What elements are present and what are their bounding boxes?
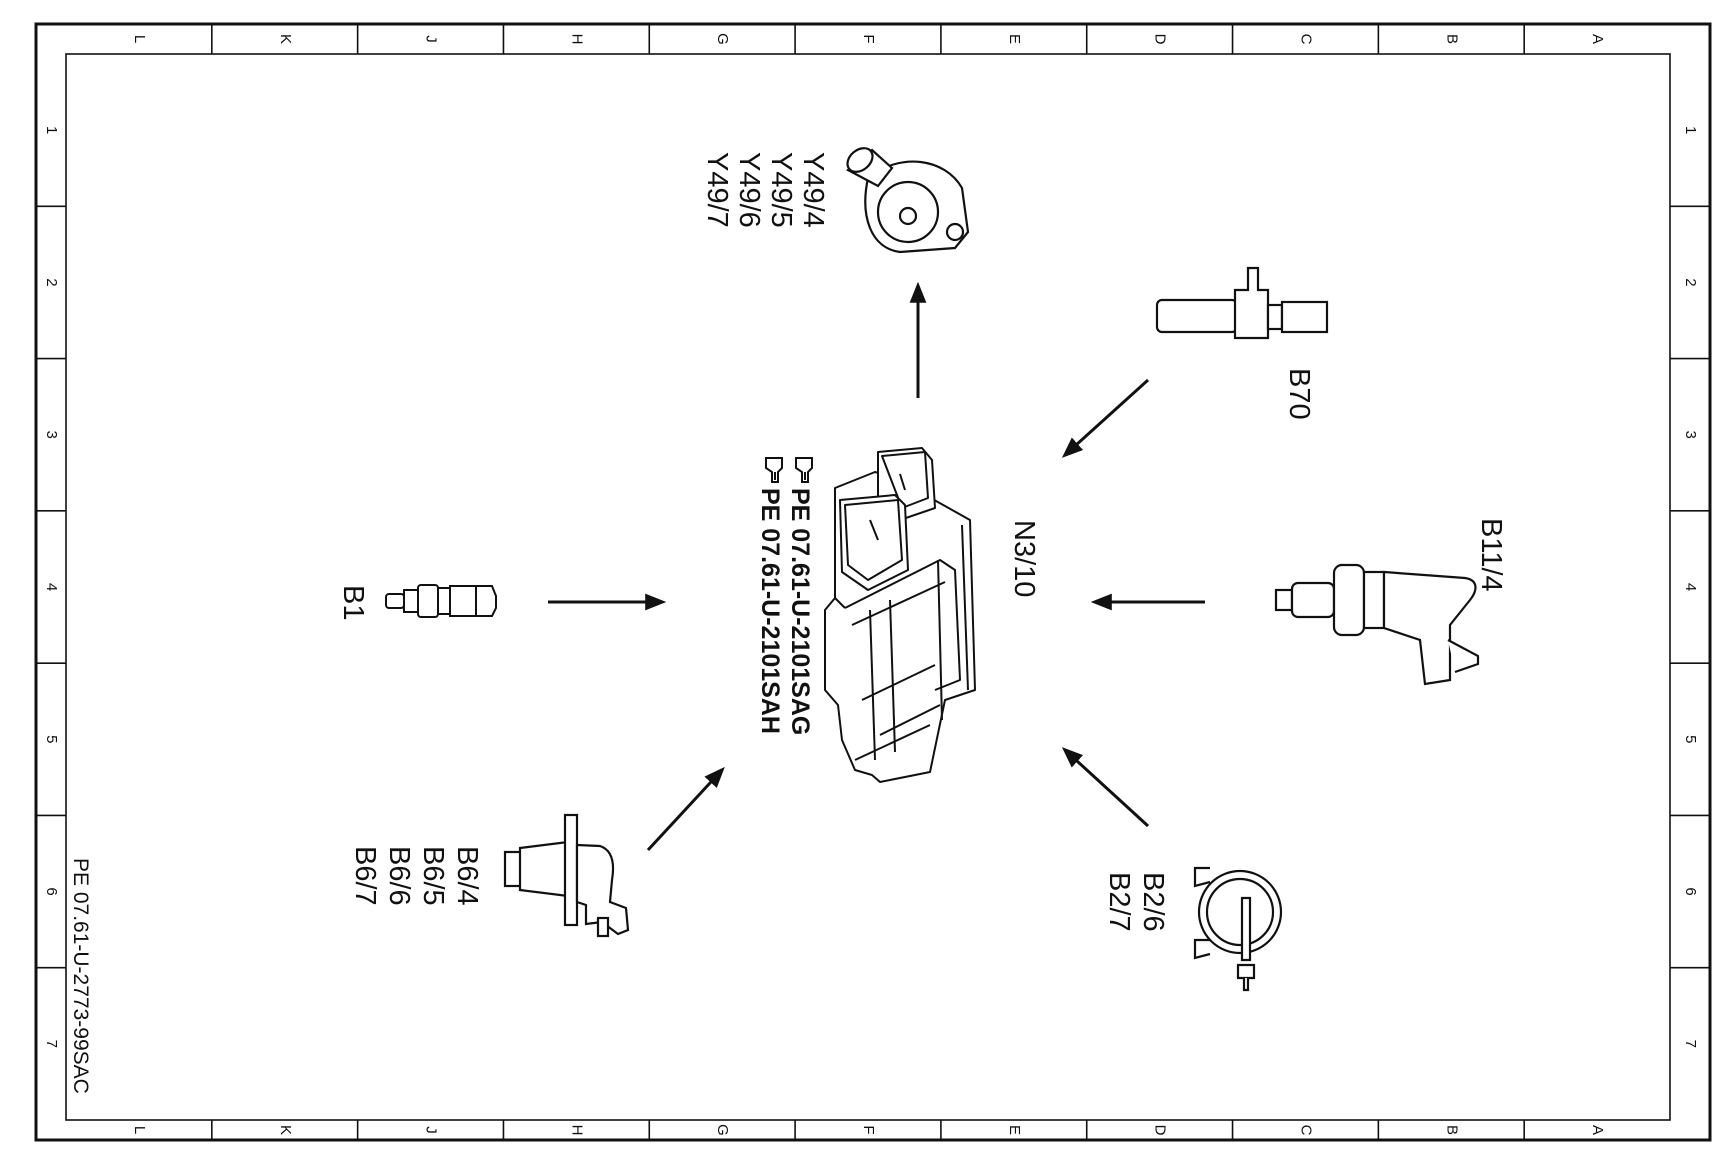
arrow-from-b2 — [1061, 747, 1150, 828]
grid-row-number: 6 — [1682, 887, 1699, 895]
grid-column-letter: C — [1297, 1125, 1314, 1136]
grid-row-number: 4 — [43, 583, 60, 591]
hot-film-mass-air-flow-sensor-icon — [1193, 866, 1283, 992]
grid-column-letter: K — [277, 1125, 294, 1135]
grid-column-letter: A — [1589, 34, 1606, 44]
b6-label-4: B6/7 — [349, 846, 381, 906]
grid-column-letter: K — [277, 34, 294, 44]
grid-row-number: 3 — [43, 431, 60, 439]
grid-row-number: 3 — [1682, 431, 1699, 439]
grid-row-number: 1 — [43, 126, 60, 134]
grid-column-letter: E — [1006, 34, 1023, 44]
grid-column-letter: F — [860, 34, 877, 43]
y49-label-3: Y49/6 — [733, 152, 765, 228]
grid-ticks — [36, 24, 1710, 1140]
grid-column-letter: D — [1152, 34, 1169, 45]
camshaft-sensor-icon — [503, 813, 630, 938]
grid-column-letter: G — [714, 33, 731, 45]
b11-label: B11/4 — [1475, 518, 1507, 592]
grid-row-number: 6 — [43, 887, 60, 895]
arrow-from-b70 — [1061, 378, 1150, 458]
grid-column-letter: B — [1443, 34, 1460, 44]
reference-hand-icon — [765, 457, 783, 483]
b1-label: B1 — [337, 585, 369, 620]
grid-column-letter: A — [1589, 1125, 1606, 1135]
oil-temp-sensor-icon — [385, 584, 497, 618]
y49-label-2: Y49/5 — [765, 152, 797, 228]
b2-label-2: B2/7 — [1103, 872, 1135, 932]
grid-row-number: 7 — [1682, 1040, 1699, 1048]
grid-row-number: 7 — [43, 1040, 60, 1048]
grid-column-letter: H — [568, 1125, 585, 1136]
y49-label-4: Y49/7 — [701, 152, 733, 228]
y49-label-1: Y49/4 — [797, 152, 829, 228]
b6-label-2: B6/5 — [417, 846, 449, 906]
grid-column-letter: C — [1297, 34, 1314, 45]
b70-label: B70 — [1283, 368, 1315, 420]
grid-column-letter: L — [131, 35, 148, 43]
control-unit-ref-1: PE 07.61-U-2101SAG — [786, 488, 814, 735]
grid-column-letter: J — [423, 35, 440, 43]
grid-row-number: 2 — [1682, 278, 1699, 286]
grid-row-number: 5 — [43, 735, 60, 743]
coolant-temp-sensor-icon — [1274, 563, 1480, 686]
reference-hand-icon — [795, 457, 813, 483]
grid-column-letter: B — [1443, 1125, 1460, 1135]
b2-label-1: B2/6 — [1137, 872, 1169, 932]
grid-row-number: 1 — [1682, 126, 1699, 134]
control-unit-n3-10-icon — [824, 447, 976, 783]
grid-column-letter: L — [131, 1126, 148, 1134]
grid-column-letter: H — [568, 34, 585, 45]
grid-column-letter: G — [714, 1124, 731, 1136]
grid-column-letter: J — [423, 1126, 440, 1134]
b6-label-3: B6/6 — [383, 846, 415, 906]
drawing-frame — [34, 22, 1712, 1142]
grid-column-letter: F — [860, 1125, 877, 1134]
grid-row-number: 5 — [1682, 735, 1699, 743]
grid-column-letter: D — [1152, 1125, 1169, 1136]
b6-label-1: B6/4 — [451, 846, 483, 906]
grid-row-number: 4 — [1682, 583, 1699, 591]
camshaft-adjuster-icon — [846, 147, 970, 254]
grid-row-number: 2 — [43, 278, 60, 286]
document-reference: PE 07.61-U-2773-99SAC — [69, 858, 92, 1094]
crankshaft-sensor-icon — [1155, 266, 1329, 340]
grid-labels: L L K K J J H H G G F F E E D D C C B B A A 1 1 2 2 3 3 4 4 5 5 6 6 7 7 — [43, 33, 1699, 1136]
grid-column-letter: E — [1006, 1125, 1023, 1135]
arrow-from-b6 — [646, 766, 725, 852]
control-unit-label: N3/10 — [1008, 520, 1040, 597]
control-unit-ref-2: PE 07.61-U-2101SAH — [756, 488, 784, 734]
